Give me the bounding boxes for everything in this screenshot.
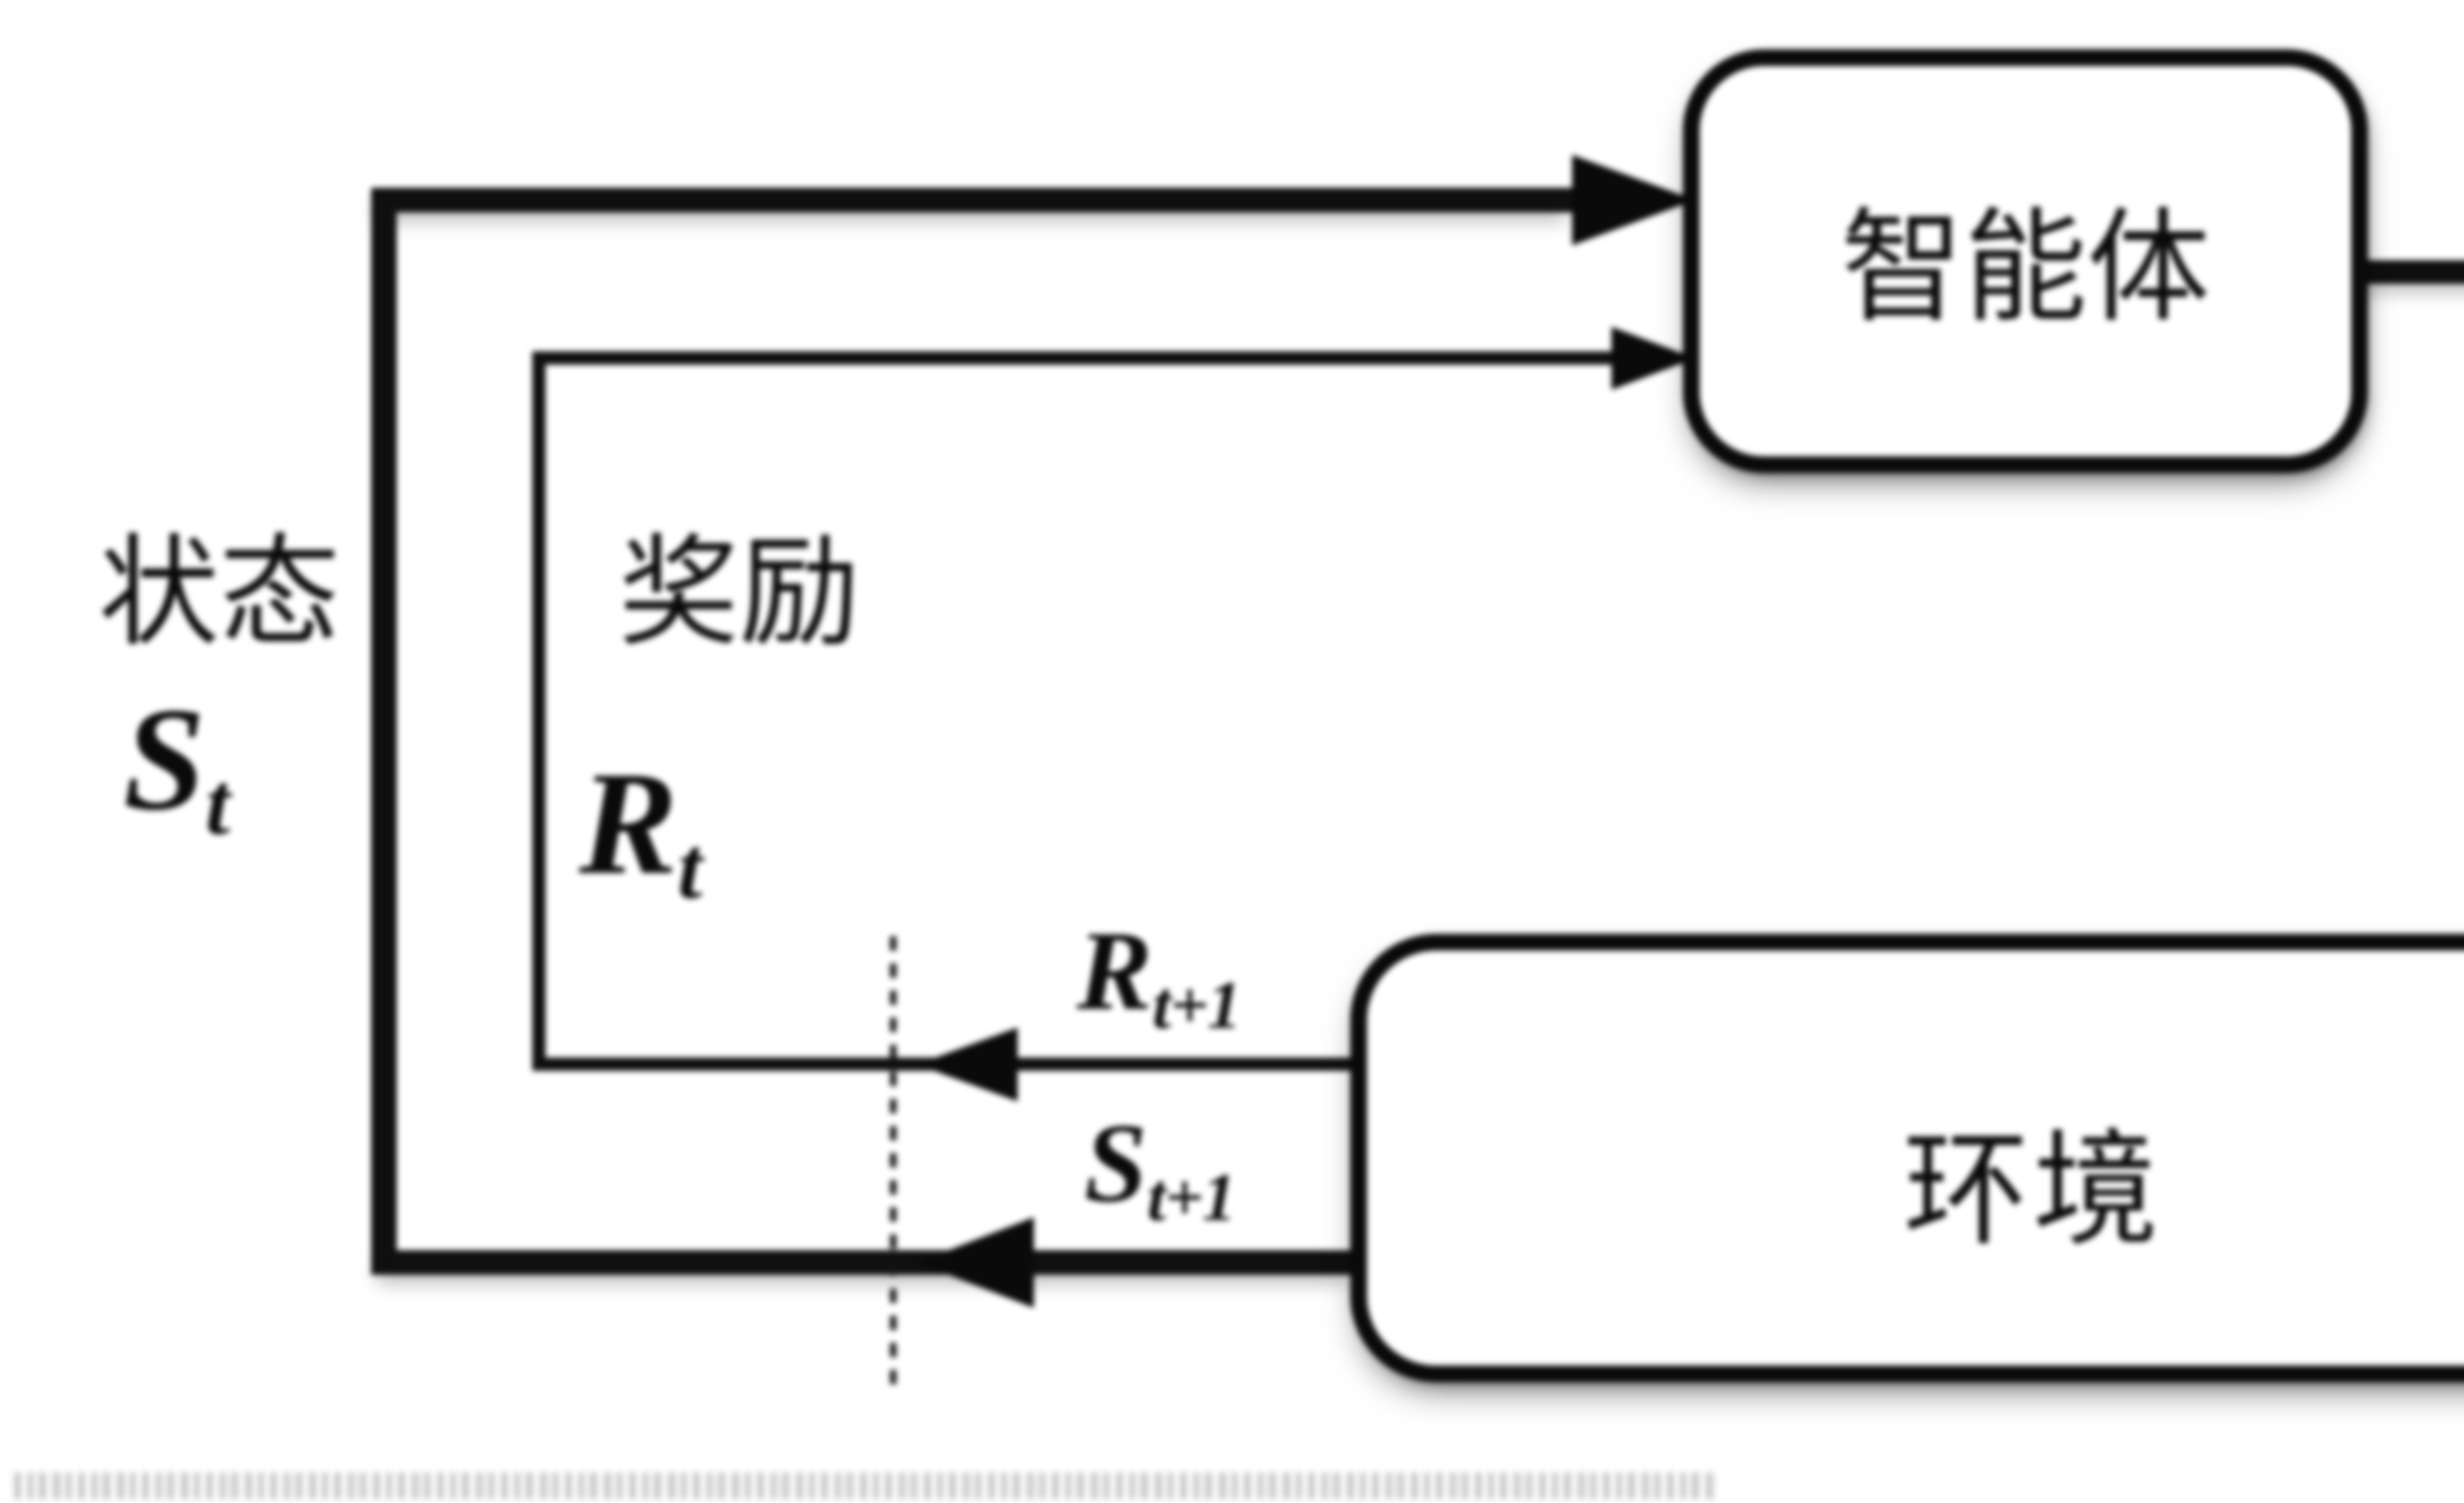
reward-next-symbol-label: Rt+1 <box>1077 914 1241 1039</box>
state-next-line-bottom <box>371 1250 1355 1275</box>
cropped-caption-artifact <box>15 1472 1715 1499</box>
reward-line-top <box>532 351 1611 365</box>
reward-next-arrowhead-icon <box>917 1027 1018 1101</box>
state-line-top <box>371 188 1572 212</box>
state-line-left-vertical <box>371 188 397 1275</box>
reward-symbol: R <box>579 741 678 905</box>
time-step-boundary-dashed-line <box>890 936 896 1392</box>
environment-label: 环境 <box>1903 1117 2162 1264</box>
state-next-symbol: S <box>1084 1100 1147 1226</box>
state-symbol-subscript: t <box>205 754 230 853</box>
state-arrowhead-into-agent-icon <box>1572 155 1695 245</box>
state-label-cn: 状态 <box>99 522 340 663</box>
reward-symbol-label: Rt <box>579 749 702 912</box>
agent-label: 智能体 <box>1841 195 2210 339</box>
agent-node: 智能体 <box>1683 49 2368 473</box>
reward-next-subscript: t+1 <box>1152 967 1241 1043</box>
state-symbol-label: St <box>123 685 230 848</box>
state-next-symbol-label: St+1 <box>1084 1106 1236 1231</box>
reward-line-left-vertical <box>532 351 546 1071</box>
action-line-top <box>2351 260 2464 284</box>
reward-next-symbol: R <box>1077 908 1153 1033</box>
reward-arrowhead-into-agent-icon <box>1611 327 1695 390</box>
state-next-arrowhead-icon <box>917 1217 1034 1308</box>
reward-label-cn: 奖励 <box>618 522 860 663</box>
environment-node: 环境 <box>1350 934 2464 1382</box>
state-symbol: S <box>123 677 205 841</box>
state-next-subscript: t+1 <box>1147 1159 1236 1235</box>
reward-symbol-subscript: t <box>678 819 702 917</box>
